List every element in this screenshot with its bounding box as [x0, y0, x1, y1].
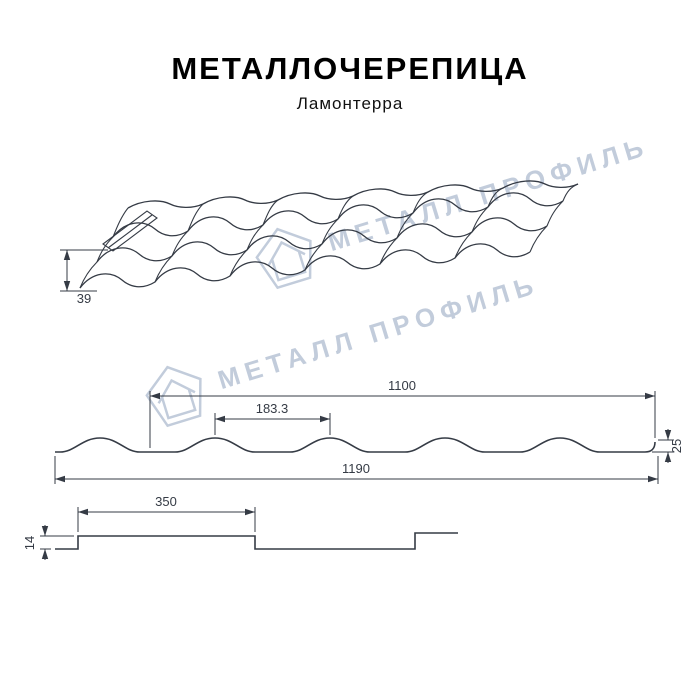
dimension-front-height: 39 — [60, 249, 108, 306]
dimension-cover-width: 1100 — [149, 378, 656, 448]
dimension-profile-height: 25 — [652, 429, 684, 463]
ridge-flange — [102, 210, 158, 252]
cross-section-profile: 1100 183.3 25 1190 — [54, 378, 684, 484]
tile-row-line-2 — [96, 217, 548, 263]
dimension-step-height: 14 — [22, 525, 74, 560]
step-height-label: 14 — [22, 536, 37, 550]
perspective-view: 39 — [60, 180, 579, 306]
profile-height-label: 25 — [669, 439, 684, 453]
cover-width-label: 1100 — [388, 378, 416, 393]
tile-separators-row3 — [112, 183, 579, 238]
front-height-label: 39 — [77, 291, 91, 306]
wave-profile-line — [55, 437, 656, 453]
dimension-wave-pitch: 183.3 — [214, 401, 331, 435]
module-length-label: 350 — [155, 494, 177, 509]
overlap-step-profile: 350 14 — [22, 494, 458, 560]
tile-row-front-edge — [79, 243, 531, 289]
header: МЕТАЛЛОЧЕРЕПИЦА Ламонтерра — [0, 51, 700, 114]
page-title: МЕТАЛЛОЧЕРЕПИЦА — [171, 51, 529, 86]
page-subtitle: Ламонтерра — [296, 94, 404, 114]
dimension-overall-width: 1190 — [54, 456, 659, 484]
tile-row-back-edge — [127, 180, 579, 209]
wave-pitch-label: 183.3 — [256, 401, 289, 416]
overall-width-label: 1190 — [342, 461, 370, 476]
dimension-module-length: 350 — [77, 494, 256, 532]
tile-separators-row1 — [79, 225, 548, 289]
step-profile-line — [55, 532, 458, 550]
tile-separators-row2 — [96, 200, 564, 263]
